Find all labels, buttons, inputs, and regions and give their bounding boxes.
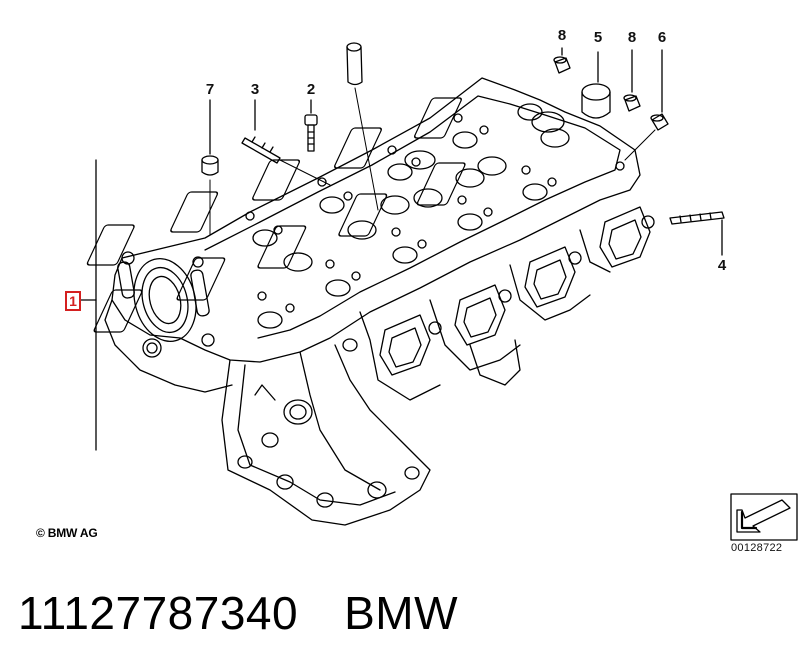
part-number: 11127787340 xyxy=(18,587,299,639)
cam-bearing-towers xyxy=(86,97,466,333)
callout-8-left[interactable]: 8 xyxy=(557,27,567,44)
callout-1-leader xyxy=(79,159,97,451)
cylinder-head-diagram xyxy=(79,42,798,541)
part-8-sleeves xyxy=(553,47,641,112)
callout-5[interactable]: 5 xyxy=(593,29,603,46)
callout-1[interactable]: 1 xyxy=(65,291,81,311)
part-4-stud xyxy=(669,211,725,256)
callout-7[interactable]: 7 xyxy=(205,81,215,98)
part-2-bolt xyxy=(304,99,318,152)
cylinder-head-body xyxy=(104,77,641,526)
orientation-arrow-icon xyxy=(730,493,798,541)
exhaust-ports xyxy=(359,206,655,401)
callout-3[interactable]: 3 xyxy=(250,81,260,98)
part-7-threaded-plug xyxy=(201,99,219,236)
part-footer: 11127787340 BMW xyxy=(18,586,458,640)
part-6-sleeve xyxy=(624,49,669,161)
valve-bores xyxy=(252,103,570,329)
copyright-notice: © BMW AG xyxy=(36,526,98,540)
brand-name: BMW xyxy=(344,587,459,639)
lower-block-details xyxy=(237,338,420,508)
part-5-plug xyxy=(581,51,611,119)
callout-8-right[interactable]: 8 xyxy=(627,29,637,46)
part-3-stud xyxy=(241,99,331,186)
bolt-holes xyxy=(245,113,625,313)
callout-2[interactable]: 2 xyxy=(306,81,316,98)
callout-4[interactable]: 4 xyxy=(717,257,727,274)
reference-code: 00128722 xyxy=(731,542,783,554)
callout-6[interactable]: 6 xyxy=(657,29,667,46)
dowel-tube xyxy=(346,42,379,211)
